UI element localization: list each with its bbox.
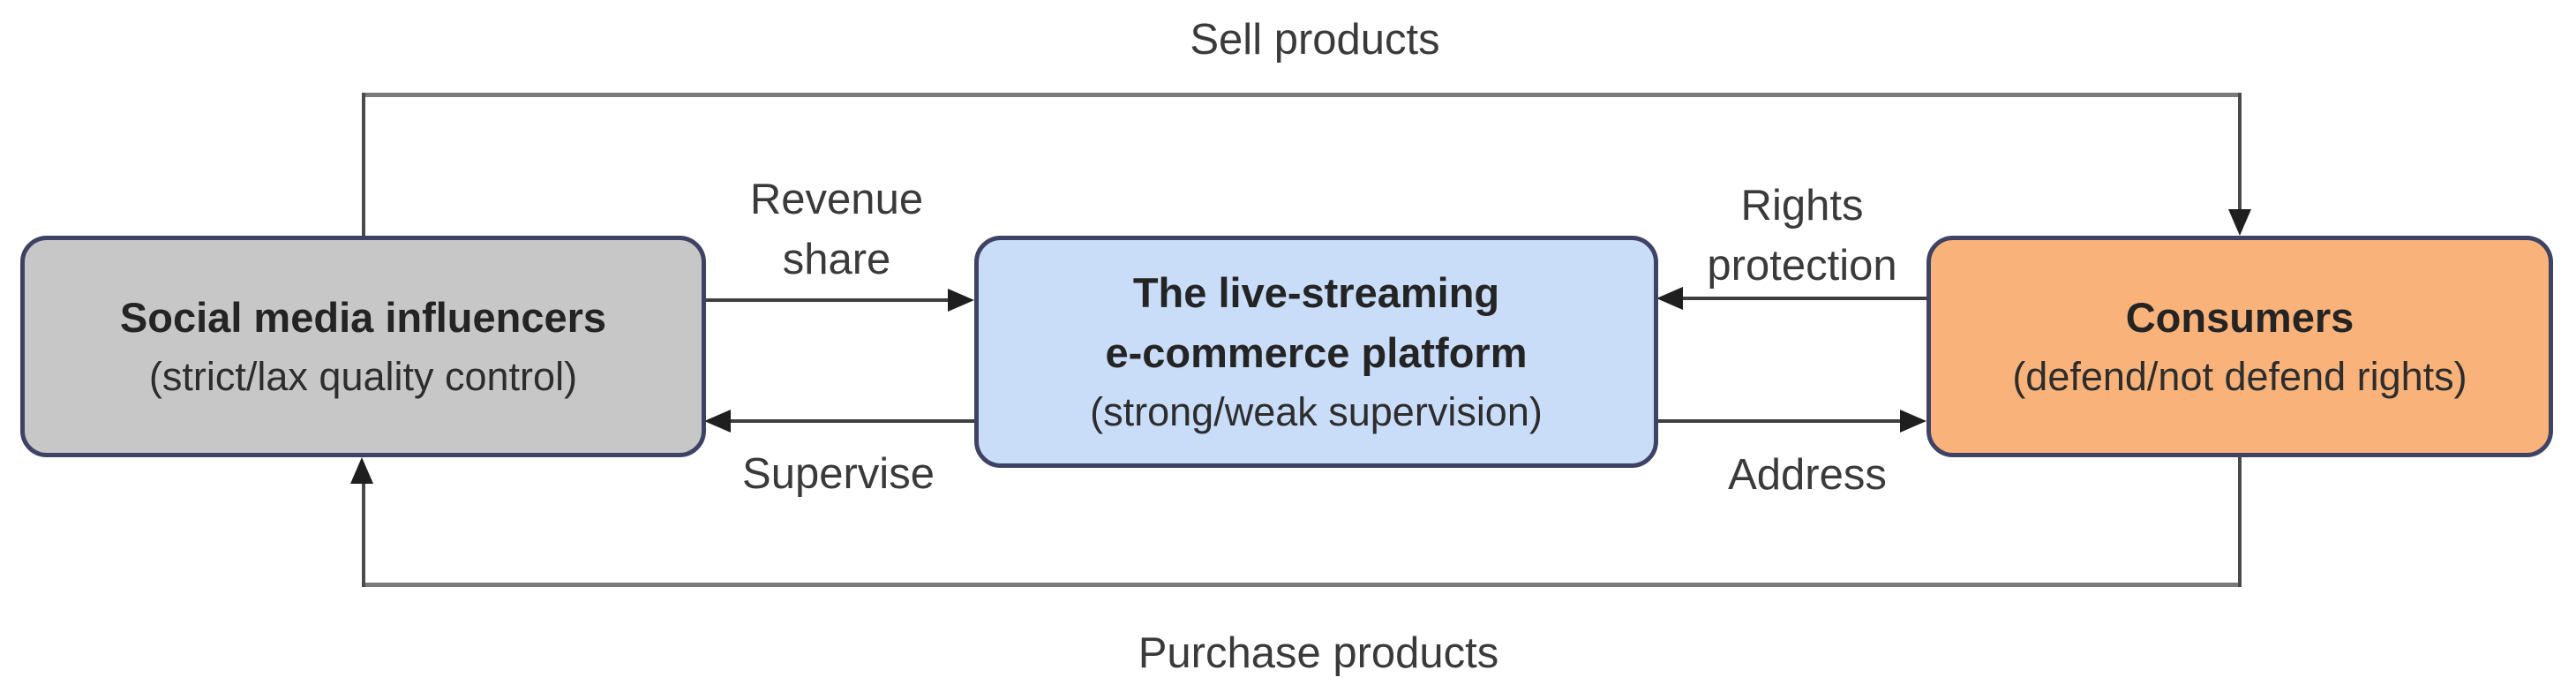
purchase-arrowhead-up-icon [350,457,373,484]
platform-title-line1: The live-streaming [1132,268,1500,316]
purchase-line-horizontal [364,583,2242,587]
revenue-share-line2: share [782,236,891,283]
node-live-streaming-platform: The live-streaming e-commerce platform (… [974,236,1658,468]
supervise-arrow-line [731,419,974,423]
address-arrow-line [1658,419,1902,423]
supervise-label: Supervise [742,450,935,498]
consumers-title: Consumers [2125,293,2354,341]
revenue-arrowhead-right-icon [948,289,974,312]
supervise-arrowhead-left-icon [704,410,731,433]
node-consumers: Consumers (defend/not defend rights) [1926,236,2553,457]
rights-protection-line1: Rights [1740,182,1864,230]
rights-protection-line2: protection [1707,242,1897,290]
address-label: Address [1728,451,1887,499]
node-social-media-influencers: Social media influencers (strict/lax qua… [20,236,706,457]
sell-line-vertical-right [2238,93,2242,211]
sell-line-horizontal [364,93,2242,97]
revenue-share-line1: Revenue [749,176,924,223]
revenue-share-label: Revenue share [750,169,923,290]
purchase-line-vertical-right [2238,457,2242,587]
sell-line-vertical-left [362,93,365,236]
sell-products-label: Sell products [1190,16,1440,64]
rights-arrow-line [1683,297,1926,300]
platform-title-line2: e-commerce platform [1105,328,1528,376]
influencers-subtitle: (strict/lax quality control) [148,353,578,399]
rights-arrowhead-left-icon [1656,287,1683,310]
purchase-line-vertical-left [362,481,365,587]
consumers-subtitle: (defend/not defend rights) [2012,353,2467,399]
rights-protection-label: Rights protection [1707,176,1896,296]
purchase-products-label: Purchase products [1138,629,1499,677]
influencers-title: Social media influencers [119,293,607,341]
platform-subtitle: (strong/weak supervision) [1090,388,1543,434]
revenue-arrow-line [706,298,950,302]
address-arrowhead-right-icon [1900,410,1926,433]
sell-arrowhead-down-icon [2228,209,2251,236]
